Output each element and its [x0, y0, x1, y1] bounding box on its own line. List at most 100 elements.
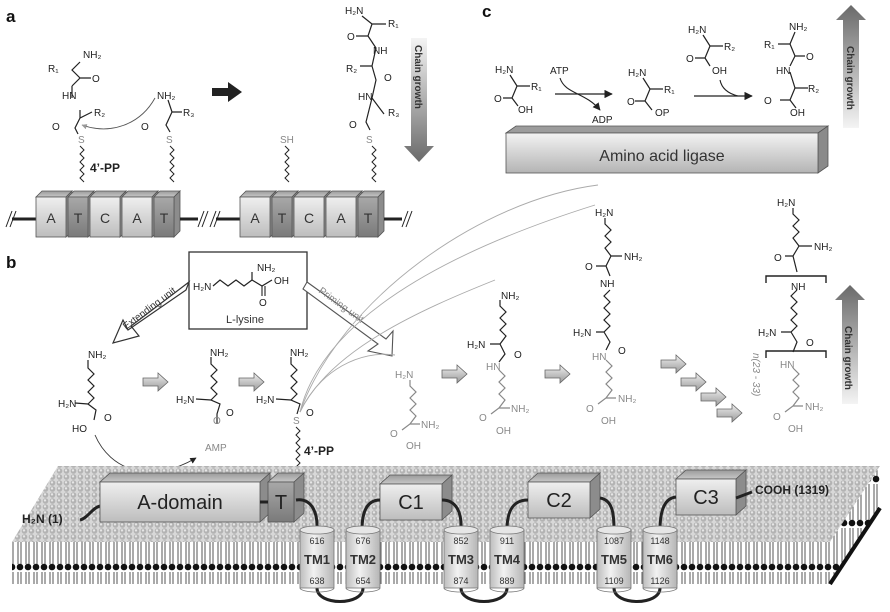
nh2-label: NH₂ [83, 50, 101, 61]
nh2-label: NH₂ [789, 22, 807, 33]
nh2-label: NH₂ [157, 91, 175, 102]
s-label: S [78, 135, 85, 146]
module-domain-t: T [357, 190, 385, 238]
h2n-label: H₂N [256, 395, 274, 406]
o-label: O [141, 122, 149, 133]
linker-label-4pp: 4’-PP [90, 161, 120, 175]
l-lysine-box: H₂N NH₂ OH O L-lysine [188, 251, 308, 330]
chain-growth-label: Chain growth [842, 326, 853, 390]
domain-c1: C1 [378, 474, 454, 521]
domain-blocks: A-domain T C1 C2 C3 [98, 469, 748, 523]
tm-name: TM2 [350, 552, 376, 567]
h2n-label: H₂N [395, 370, 413, 381]
peptide-loop [658, 495, 677, 531]
o-label: O [494, 94, 502, 105]
dilysine [490, 300, 510, 415]
nh2-label: NH₂ [624, 252, 642, 263]
module-letter: A [250, 210, 260, 226]
domain-label: A-domain [137, 492, 223, 514]
n-terminal-tail [79, 504, 101, 522]
h2n-label: H₂N [345, 6, 363, 17]
module-letter: C [100, 210, 110, 226]
step-arrow [142, 372, 169, 392]
extending-unit-label: Extending unit [121, 285, 178, 332]
o-label: O [585, 262, 593, 273]
module-letter: T [74, 210, 83, 226]
module-letter: A [132, 210, 142, 226]
h2n-label: H₂N [758, 328, 776, 339]
phosphopantetheine-linker [371, 145, 377, 183]
h2n-label: H₂N [176, 395, 194, 406]
phosphopantetheine-linker [295, 426, 301, 468]
peptide-loop [295, 498, 319, 531]
tm-end-residue: 889 [499, 576, 514, 586]
o-label: O [347, 32, 355, 43]
hn-label: HN [776, 66, 790, 77]
tm-end-residue: 1126 [650, 576, 669, 586]
step-arrow [700, 387, 727, 407]
o-label: O [349, 120, 357, 131]
domain-t: T [266, 472, 306, 523]
o-label: O [806, 338, 814, 349]
step-arrow [544, 364, 571, 384]
nucleophile-entry-curve [719, 79, 739, 97]
panel-a: a NH₂ R₁ O HN R₂ O S NH₂ R₃ O S 4’-PP H₂… [5, 6, 434, 238]
o-label: O [306, 408, 314, 419]
dipeptide-product [778, 31, 808, 109]
lysine-free-acid [74, 360, 97, 421]
r3-label: R₃ [183, 108, 194, 119]
chain-growth-arrow [836, 5, 866, 128]
repeat-bracket [765, 350, 827, 358]
c-terminal-tail [735, 490, 753, 500]
r3-label: R₃ [388, 108, 399, 119]
domain-c3: C3 [674, 469, 748, 516]
o-label: O [226, 408, 234, 419]
r2-label: R₂ [808, 84, 819, 95]
nh2-label: NH₂ [421, 420, 439, 431]
hn-label: HN [780, 360, 794, 371]
module-domain-t: T [153, 190, 181, 238]
r2-label: R₂ [724, 42, 735, 53]
module-domain-a: A [239, 190, 277, 238]
epsilon-polylysine [765, 208, 827, 413]
panel-label-c: c [482, 2, 491, 21]
repeat-count-label: n(23 - 33) [750, 353, 761, 396]
nh2-label: NH₂ [290, 348, 308, 359]
s-label: S [293, 416, 300, 427]
acyl-phosphate [635, 77, 663, 111]
o-label: O [806, 52, 814, 63]
connecting-loops [260, 495, 677, 603]
tm-name: TM4 [494, 552, 521, 567]
o-label: O [104, 413, 112, 424]
peptide-loop [315, 587, 365, 603]
op-label: OP [655, 108, 670, 119]
s-label: S [166, 135, 173, 146]
chain-growth-label: Chain growth [844, 46, 855, 110]
hn-label: HN [62, 91, 76, 102]
step-arrow [441, 364, 468, 384]
step-arrow [680, 372, 707, 392]
oh-label: OH [274, 276, 289, 287]
nh-label: NH [791, 282, 805, 293]
tm-start-residue: 1148 [650, 536, 669, 546]
amino-acid-nucleophile [695, 34, 723, 67]
chain-growth-arrow [835, 285, 865, 404]
o-label: O [479, 413, 487, 424]
domain-a-domain: A-domain [98, 472, 272, 523]
o-label: O [773, 412, 781, 423]
phosphopantetheine-linker [284, 145, 290, 183]
module-letter: C [304, 210, 314, 226]
domain-c2: C2 [526, 472, 602, 519]
module-domain-a: A [325, 190, 363, 238]
lysyl-thioester [275, 357, 301, 415]
o-label: O [259, 298, 267, 309]
tm-end-residue: 1109 [604, 576, 623, 586]
atp-consumption-arrow [559, 77, 601, 111]
hn-label: HN [486, 362, 500, 373]
lysine-acceptor [401, 380, 420, 431]
hn-label: HN [358, 92, 372, 103]
module-domain-t: T [271, 190, 299, 238]
